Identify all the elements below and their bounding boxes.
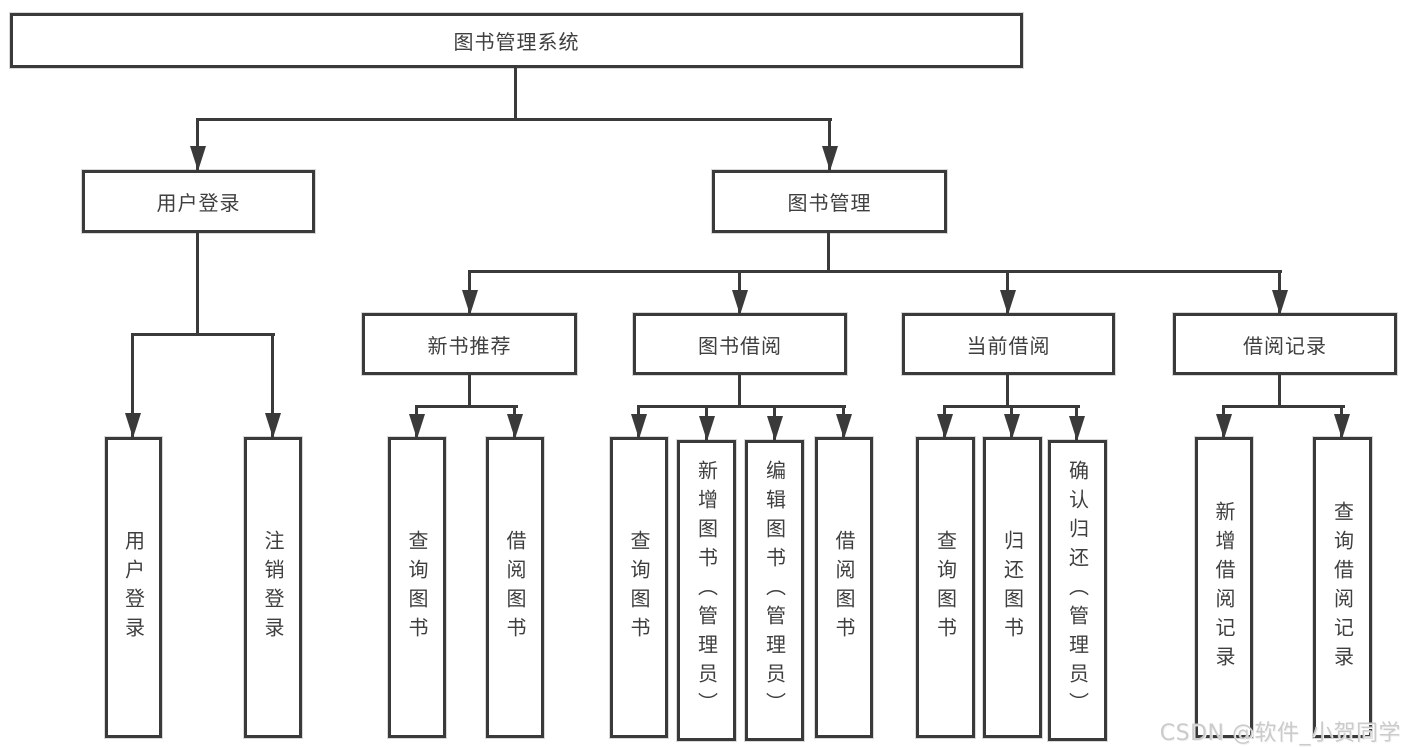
leaf-user-login: 用户登录 xyxy=(105,437,162,738)
connector-line xyxy=(1222,405,1345,408)
node-current-borrow: 当前借阅 xyxy=(902,313,1115,375)
node-book-borrow-label: 图书借阅 xyxy=(698,333,782,358)
csdn-watermark: CSDN @软件_小贺同学 xyxy=(1159,721,1401,746)
arrowhead-icon xyxy=(265,413,281,438)
arrowhead-icon xyxy=(409,414,425,439)
arrowhead-icon xyxy=(937,414,953,439)
connector-line xyxy=(131,333,275,336)
leaf-borrow-books-1: 借阅图书 xyxy=(486,437,544,738)
arrowhead-icon xyxy=(190,146,206,171)
connector-line xyxy=(468,270,1282,273)
node-book-management: 图书管理 xyxy=(712,170,947,233)
arrowhead-icon xyxy=(507,414,523,439)
arrowhead-icon xyxy=(1216,414,1232,439)
leaf-query-books-3: 查询图书 xyxy=(916,437,975,738)
connector-line xyxy=(196,231,199,336)
connector-line xyxy=(514,68,517,121)
connector-line xyxy=(196,118,832,121)
leaf-logout-label: 注销登录 xyxy=(261,529,285,646)
node-book-management-label: 图书管理 xyxy=(787,191,872,215)
leaf-query-borrow-record: 查询借阅记录 xyxy=(1313,437,1372,738)
arrowhead-icon xyxy=(1000,290,1016,315)
connector-line xyxy=(468,374,471,408)
leaf-edit-books-admin-label: 编辑图书（管理员） xyxy=(762,460,787,721)
leaf-query-books-2: 查询图书 xyxy=(610,437,668,738)
leaf-query-borrow-record-label: 查询借阅记录 xyxy=(1330,500,1355,675)
arrowhead-icon xyxy=(1004,414,1020,439)
node-root: 图书管理系统 xyxy=(10,13,1023,68)
node-root-label: 图书管理系统 xyxy=(453,30,580,54)
leaf-add-books-admin-label: 新增图书（管理员） xyxy=(694,460,719,721)
arrowhead-icon xyxy=(1334,414,1350,439)
node-new-book-recommend: 新书推荐 xyxy=(362,313,577,375)
leaf-query-books-1-label: 查询图书 xyxy=(405,529,429,646)
node-book-borrow: 图书借阅 xyxy=(633,313,847,375)
arrowhead-icon xyxy=(1272,290,1288,315)
connector-line xyxy=(271,333,274,437)
arrowhead-icon xyxy=(125,413,141,438)
arrowhead-icon xyxy=(822,146,838,171)
arrowhead-icon xyxy=(1069,416,1085,441)
leaf-query-books-2-label: 查询图书 xyxy=(627,529,651,646)
connector-line xyxy=(637,405,846,408)
node-borrow-records: 借阅记录 xyxy=(1173,313,1397,375)
arrowhead-icon xyxy=(462,290,478,315)
connector-line xyxy=(415,405,518,408)
connector-line xyxy=(1278,374,1281,408)
node-user-login-label: 用户登录 xyxy=(156,191,241,215)
leaf-borrow-books-1-label: 借阅图书 xyxy=(503,529,527,646)
node-new-book-recommend-label: 新书推荐 xyxy=(427,333,512,358)
leaf-return-books: 归还图书 xyxy=(983,437,1042,738)
leaf-confirm-return-admin-label: 确认归还（管理员） xyxy=(1065,460,1090,721)
arrowhead-icon xyxy=(732,290,748,315)
arrowhead-icon xyxy=(836,414,852,439)
node-borrow-records-label: 借阅记录 xyxy=(1243,333,1327,358)
connector-line xyxy=(827,232,830,273)
leaf-edit-books-admin: 编辑图书（管理员） xyxy=(745,440,804,741)
leaf-add-books-admin: 新增图书（管理员） xyxy=(677,440,736,741)
leaf-query-books-1: 查询图书 xyxy=(388,437,446,738)
arrowhead-icon xyxy=(767,416,783,441)
leaf-borrow-books-2: 借阅图书 xyxy=(815,437,873,738)
leaf-return-books-label: 归还图书 xyxy=(1000,529,1025,646)
leaf-logout: 注销登录 xyxy=(244,437,302,738)
connector-line xyxy=(738,374,741,408)
leaf-add-borrow-record-label: 新增借阅记录 xyxy=(1212,500,1236,675)
connector-line xyxy=(1006,374,1009,408)
leaf-query-books-3-label: 查询图书 xyxy=(933,529,958,646)
connector-line xyxy=(828,118,831,170)
connector-line xyxy=(196,118,199,170)
leaf-add-borrow-record: 新增借阅记录 xyxy=(1195,437,1253,738)
node-current-borrow-label: 当前借阅 xyxy=(966,333,1051,358)
connector-line xyxy=(131,333,134,437)
leaf-user-login-label: 用户登录 xyxy=(121,529,146,646)
node-user-login: 用户登录 xyxy=(82,170,315,233)
leaf-borrow-books-2-label: 借阅图书 xyxy=(832,529,856,646)
leaf-confirm-return-admin: 确认归还（管理员） xyxy=(1048,440,1107,741)
arrowhead-icon xyxy=(631,414,647,439)
arrowhead-icon xyxy=(699,416,715,441)
